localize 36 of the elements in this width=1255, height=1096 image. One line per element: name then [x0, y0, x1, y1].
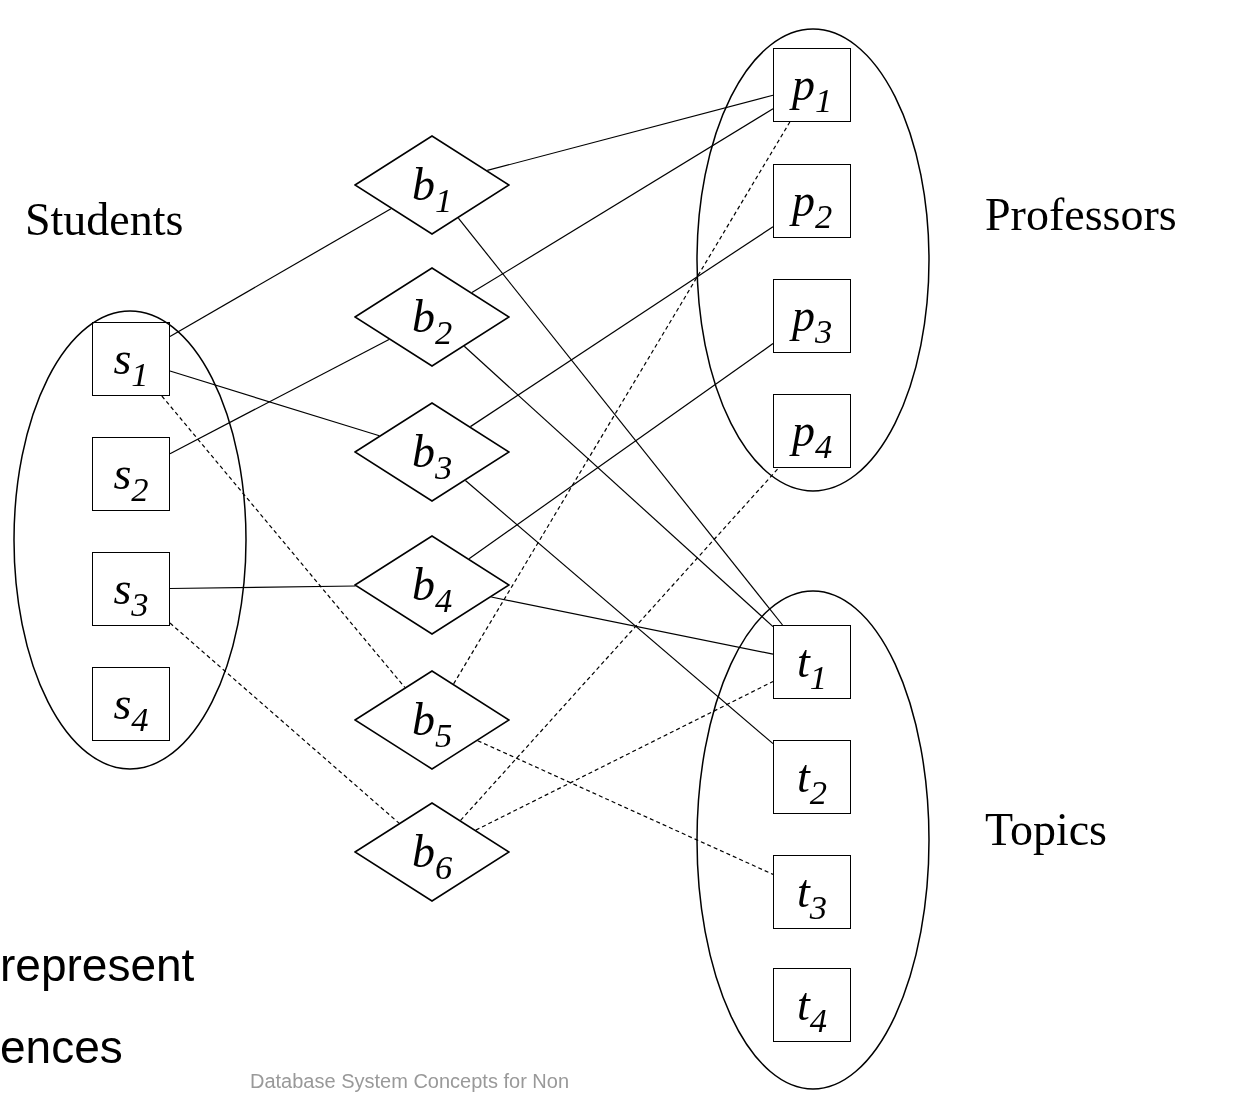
entity-box: t$_{2}$: [773, 740, 851, 814]
dashed-connector: [460, 467, 780, 821]
entity-box: t$_{4}$: [773, 968, 851, 1042]
entity-box: s$_{3}$: [92, 552, 170, 626]
group-title: Students: [25, 195, 184, 246]
entity-box: p$_{1}$: [773, 48, 851, 122]
footer-text: Database System Concepts for Non: [250, 1070, 570, 1093]
dashed-connector: [475, 680, 774, 831]
dashed-connector: [453, 121, 791, 685]
connector: [490, 596, 774, 655]
connector: [469, 226, 774, 428]
connector: [463, 345, 774, 628]
connector: [457, 217, 784, 626]
group-title: Professors: [985, 190, 1177, 241]
entity-box: p$_{2}$: [773, 164, 851, 238]
entity-box: p$_{3}$: [773, 279, 851, 353]
connector: [486, 94, 774, 172]
dashed-connector: [161, 395, 406, 688]
dashed-connector: [169, 622, 400, 824]
body-text: represent: [0, 938, 195, 992]
connector: [169, 585, 357, 590]
group-title: Topics: [985, 805, 1107, 856]
entity-box: p$_{4}$: [773, 394, 851, 468]
connector: [169, 338, 390, 455]
entity-box: s$_{2}$: [92, 437, 170, 511]
connector: [169, 208, 392, 338]
connector: [169, 370, 380, 437]
dashed-connector: [477, 740, 774, 875]
connector: [471, 108, 774, 294]
entity-box: t$_{3}$: [773, 855, 851, 929]
entity-box: t$_{1}$: [773, 625, 851, 699]
connector: [468, 343, 774, 560]
entity-box: s$_{1}$: [92, 322, 170, 396]
connector: [464, 479, 774, 745]
body-text: ences: [0, 1020, 123, 1074]
entity-box: s$_{4}$: [92, 667, 170, 741]
